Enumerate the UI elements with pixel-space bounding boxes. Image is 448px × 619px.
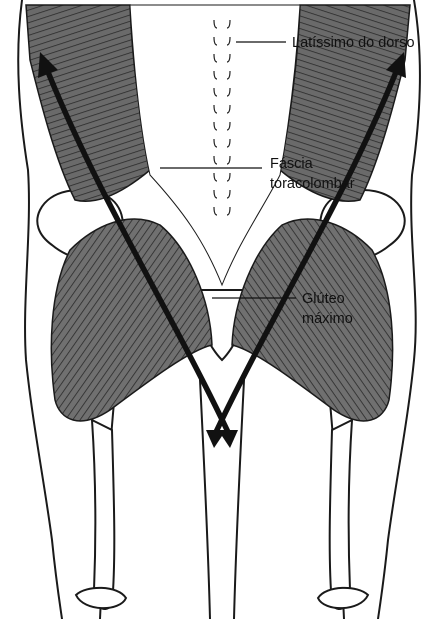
label-latissimus-text: Latíssimo do dorso xyxy=(292,35,415,51)
arrowhead-left-bottom xyxy=(206,430,226,448)
label-gluteus-text-1: Glúteo xyxy=(302,291,345,307)
femur-bones xyxy=(76,420,368,609)
label-fascia-text-1: Fáscia xyxy=(270,156,314,172)
label-fascia-text-2: toracolombar xyxy=(270,176,355,192)
label-gluteus-text-2: máximo xyxy=(302,311,353,327)
